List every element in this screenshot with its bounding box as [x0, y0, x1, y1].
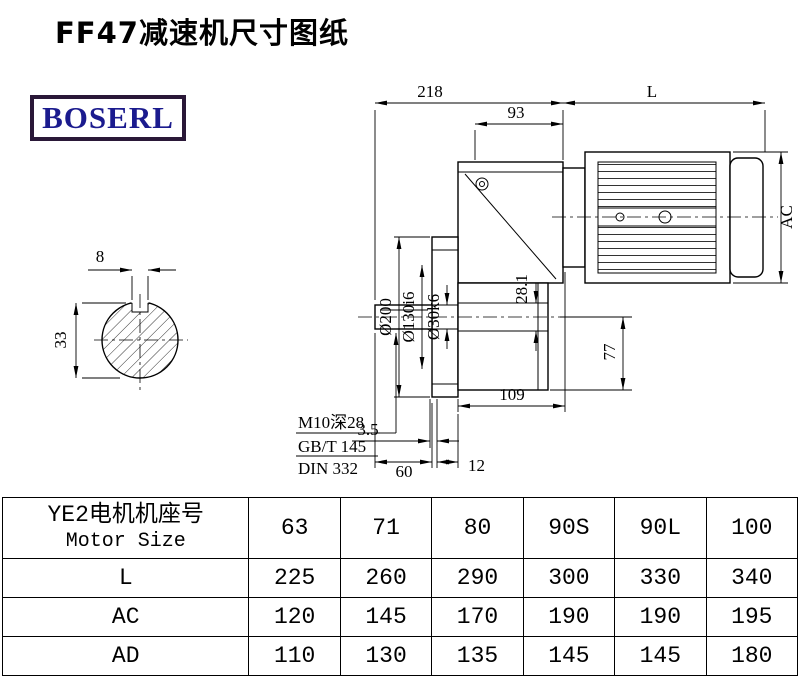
dim-shaft-d-label: Ø30k6 — [424, 294, 443, 340]
dim-8-label: 8 — [96, 247, 105, 266]
table-cell: 195 — [705, 597, 799, 637]
brand-logo: BOSERL — [30, 95, 186, 141]
table-cell: 260 — [339, 558, 433, 598]
dim-L-label: L — [647, 82, 657, 101]
tap-std1-label: GB/T 145 — [298, 437, 366, 456]
table-cell: 340 — [705, 558, 799, 598]
motor-size-header-cell: YE2电机机座号 Motor Size — [1, 497, 250, 559]
motor-size-header-en: Motor Size — [65, 529, 186, 553]
dim-28-1-label: 28.1 — [512, 274, 531, 304]
dim-flange-od-label: Ø200 — [376, 298, 395, 336]
size-col-header: 80 — [431, 497, 524, 559]
table-cell: 225 — [248, 558, 341, 598]
lower-housing — [457, 282, 549, 391]
table-cell: 120 — [248, 597, 341, 637]
fan-cover — [729, 157, 764, 278]
table-cell: 290 — [431, 558, 524, 598]
size-col-header: 71 — [339, 497, 433, 559]
row-label-AD: AD — [1, 636, 250, 676]
dim-77-label: 77 — [600, 343, 619, 361]
table-cell: 190 — [614, 597, 707, 637]
dim-93-label: 93 — [508, 103, 525, 122]
table-cell: 145 — [522, 636, 616, 676]
dim-218-label: 218 — [417, 82, 443, 101]
size-col-header: 90L — [614, 497, 707, 559]
tap-std2-label: DIN 332 — [298, 459, 358, 478]
dim-33-label: 33 — [51, 332, 70, 349]
table-cell: 180 — [705, 636, 799, 676]
size-col-header: 100 — [705, 497, 799, 559]
dimension-lines — [73, 100, 788, 468]
table-cell: 145 — [614, 636, 707, 676]
dim-109-label: 109 — [499, 385, 525, 404]
dim-AC-label: AC — [777, 205, 796, 229]
table-cell: 135 — [431, 636, 524, 676]
table-cell: 190 — [522, 597, 616, 637]
size-table: YE2电机机座号 Motor Size 63 71 80 90S 90L 100… — [1, 497, 799, 676]
dim-60-label: 60 — [396, 462, 413, 481]
dim-3-5-label: 3.5 — [357, 420, 378, 439]
table-cell: 330 — [614, 558, 707, 598]
brand-text: BOSERL — [42, 100, 174, 135]
tap-note-label: M10深28 — [298, 413, 364, 432]
table-cell: 145 — [339, 597, 433, 637]
table-cell: 130 — [339, 636, 433, 676]
motor-body — [562, 151, 731, 284]
dim-spigot-label: Ø130i6 — [399, 292, 418, 343]
dim-12-label: 12 — [468, 456, 485, 475]
table-cell: 110 — [248, 636, 341, 676]
gearbox-housing — [457, 161, 564, 284]
size-col-header: 63 — [248, 497, 341, 559]
row-label-L: L — [1, 558, 250, 598]
page-title: FF47减速机尺寸图纸 — [55, 16, 349, 50]
motor-size-header-cn: YE2电机机座号 — [47, 502, 204, 529]
size-col-header: 90S — [522, 497, 616, 559]
row-label-AC: AC — [1, 597, 250, 637]
table-cell: 300 — [522, 558, 616, 598]
table-cell: 170 — [431, 597, 524, 637]
